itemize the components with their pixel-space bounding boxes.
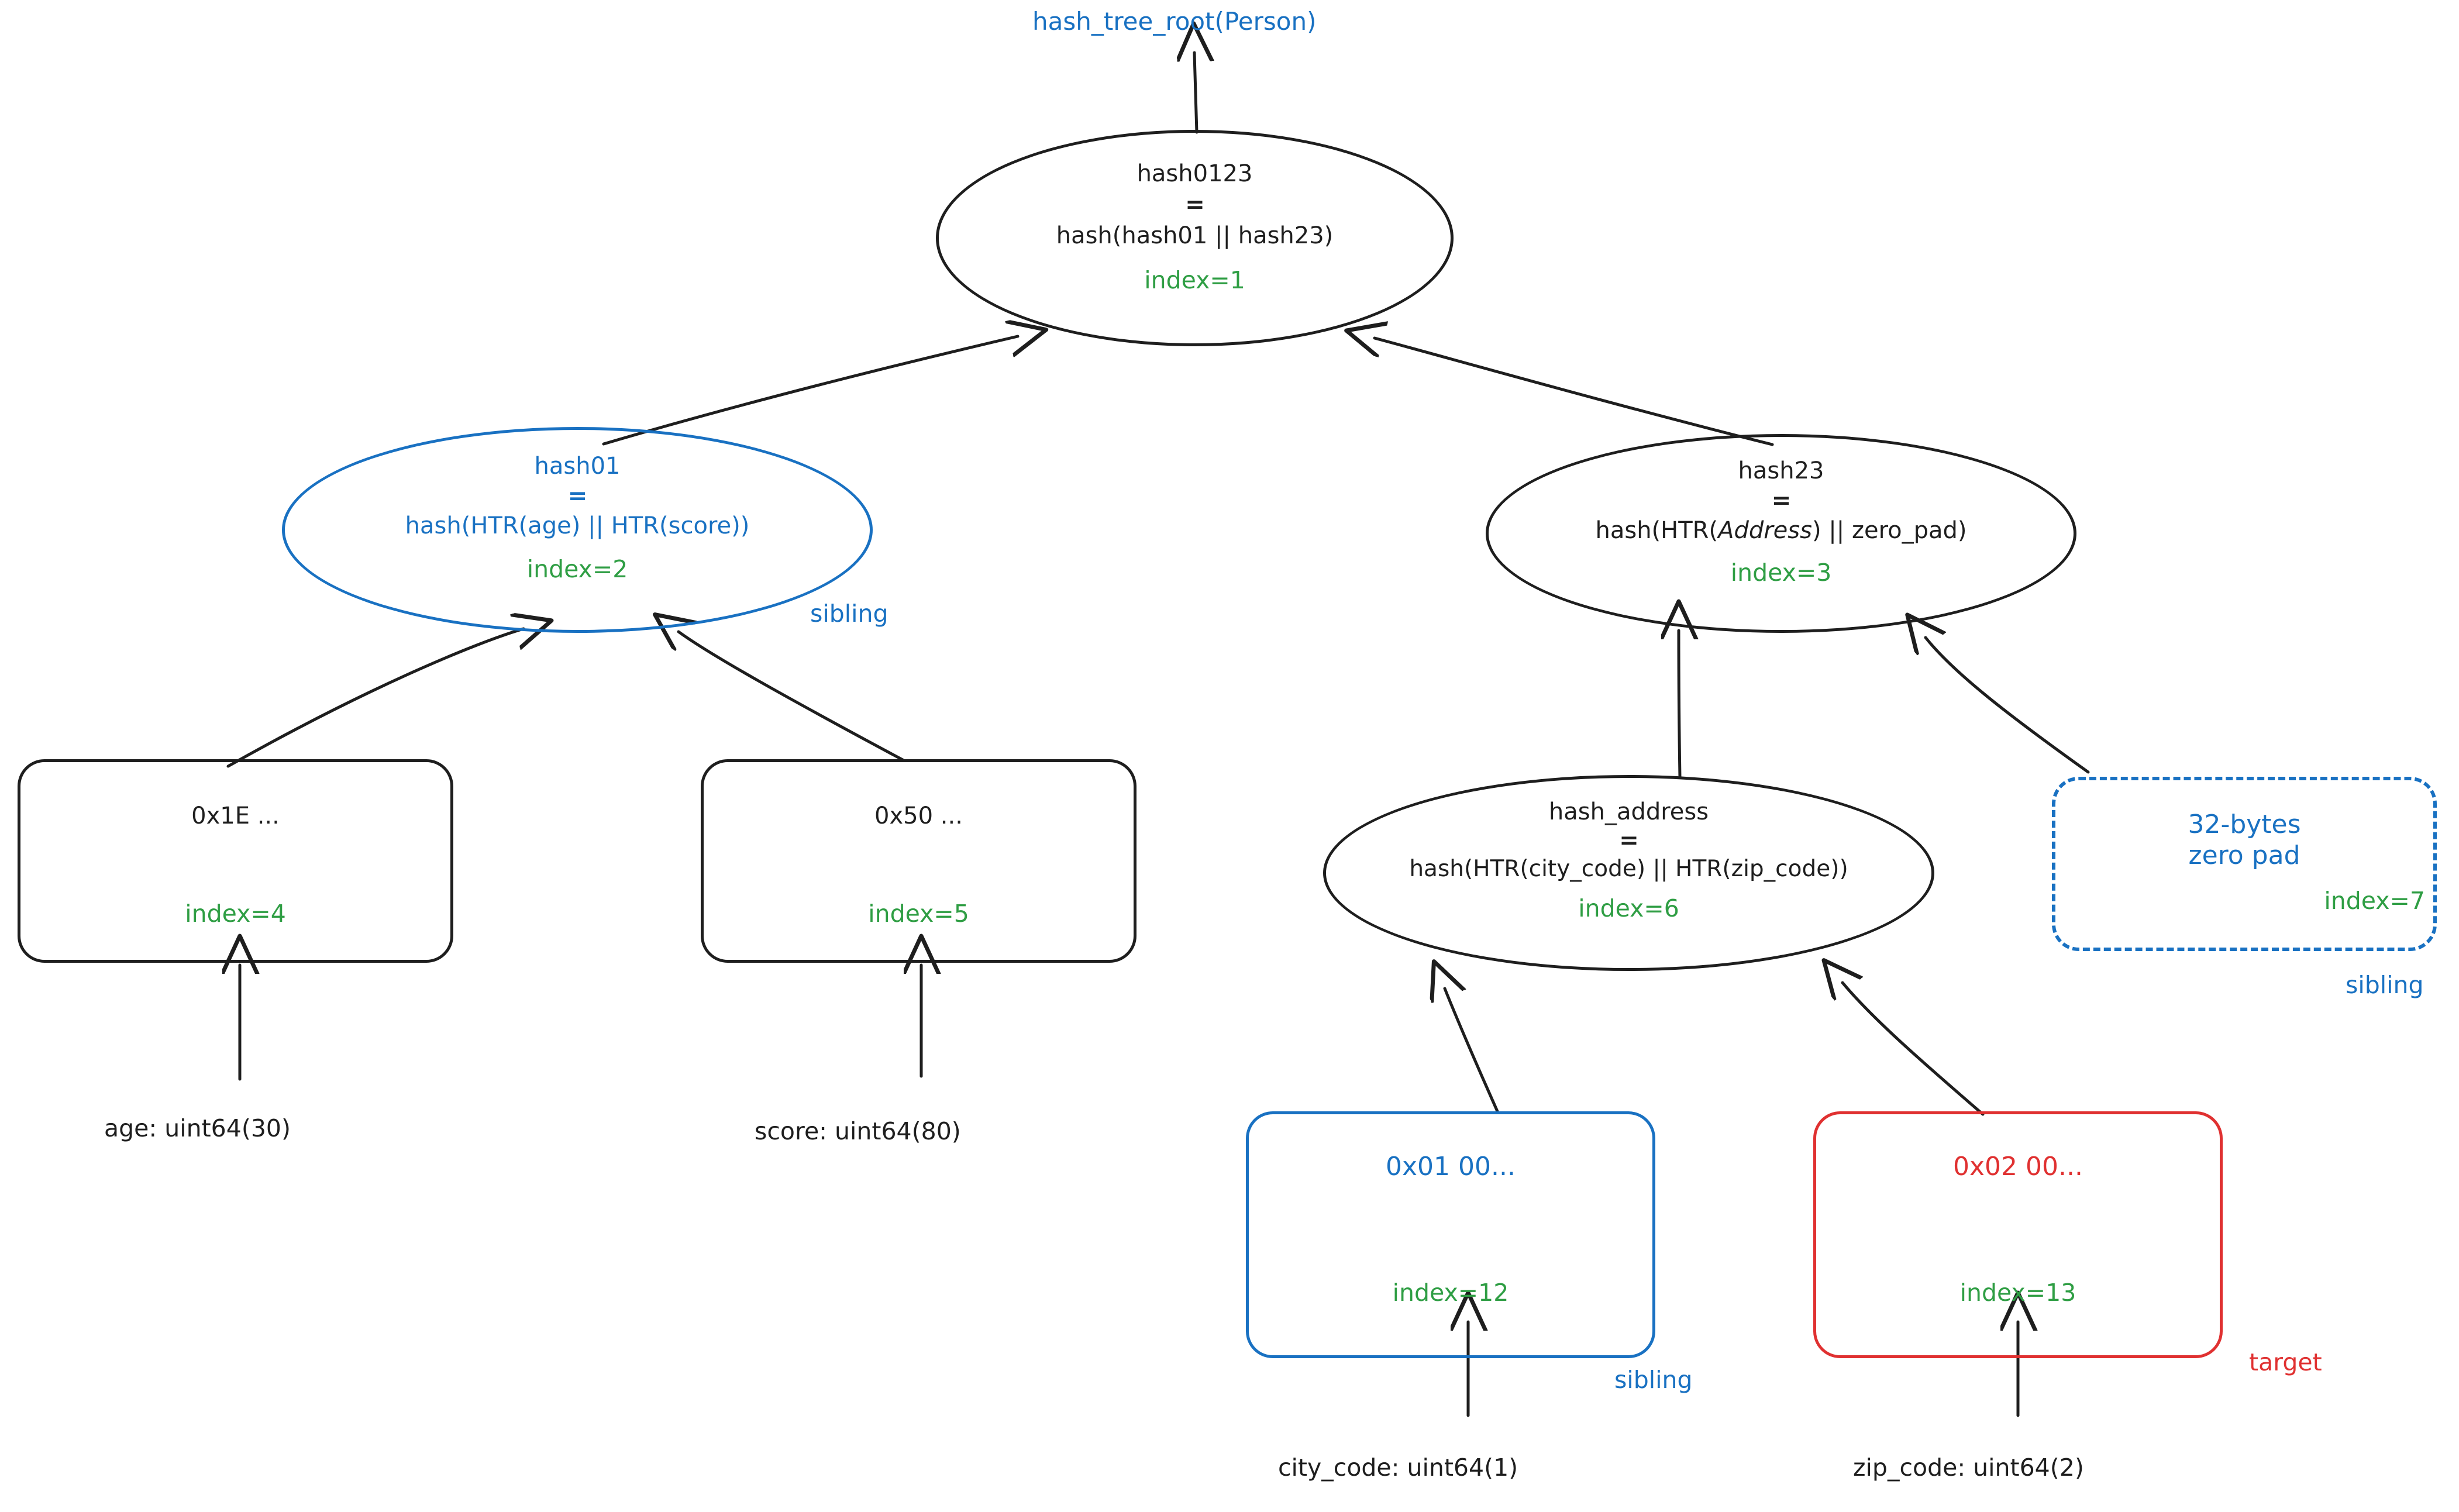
edge-root-to-label [1194,53,1197,134]
node-leaf-age[interactable]: 0x1E ... index=4 [18,759,453,963]
node-leaf-city-code-index: index=12 [1392,1278,1509,1307]
node-zero-pad[interactable]: 32-bytes zero pad index=7 [2052,777,2437,951]
node-hash01[interactable]: hash01 = hash(HTR(age) || HTR(score)) in… [282,427,873,633]
edge-hash23-to-root [1375,338,1774,446]
node-hash-address-equals: = [1619,826,1639,854]
node-leaf-score-value: 0x50 ... [874,803,963,829]
caption-age: age: uint64(30) [104,1114,291,1142]
node-hash-address-index: index=6 [1578,894,1679,923]
node-leaf-age-index: index=4 [185,899,286,928]
node-leaf-zip-code[interactable]: 0x02 00... index=13 [1813,1111,2223,1358]
node-hash01-expression: hash(HTR(age) || HTR(score)) [405,512,750,539]
node-hash23-name: hash23 [1738,457,1824,484]
edge-leafcity-to-hashaddress [1445,989,1499,1113]
caption-score: score: uint64(80) [755,1117,961,1145]
node-leaf-score[interactable]: 0x50 ... index=5 [701,759,1136,963]
node-hash23-expr-suffix: ) || zero_pad) [1811,516,1967,544]
edge-leafzip-to-hashaddress [1842,983,1985,1116]
tag-target-zip-code: target [2249,1348,2322,1376]
tag-sibling-zero-pad: sibling [2346,971,2424,999]
node-hash-address[interactable]: hash_address = hash(HTR(city_code) || HT… [1323,775,1934,971]
node-zero-pad-line2: zero pad [2188,840,2300,870]
caption-zip-code: zip_code: uint64(2) [1853,1454,2084,1482]
node-hash01-name: hash01 [534,453,621,480]
node-hash23-expr-italic: Address [1718,516,1812,544]
node-hash0123-index: index=1 [1144,266,1245,295]
edge-hashaddress-to-hash23 [1679,631,1680,779]
node-hash01-equals: = [567,482,588,509]
edge-zeropad-to-hash23 [1926,638,2090,774]
node-leaf-score-index: index=5 [868,899,969,928]
node-leaf-city-code-value: 0x01 00... [1386,1152,1516,1182]
node-hash0123[interactable]: hash0123 = hash(hash01 || hash23) index=… [936,130,1454,346]
node-hash23-equals: = [1771,487,1792,514]
node-zero-pad-line1: 32-bytes [2188,810,2301,839]
node-hash0123-equals: = [1185,191,1205,218]
node-hash-address-name: hash_address [1548,798,1709,825]
edge-leafscore-to-hash01 [679,632,905,762]
tag-sibling-hash01: sibling [810,600,888,628]
node-hash0123-expression: hash(hash01 || hash23) [1056,222,1334,249]
node-hash23-expr-prefix: hash(HTR( [1595,516,1718,544]
node-hash23-expression: hash(HTR(Address) || zero_pad) [1595,516,1967,544]
node-hash23[interactable]: hash23 = hash(HTR(Address) || zero_pad) … [1486,434,2076,633]
node-leaf-age-value: 0x1E ... [191,803,280,829]
node-hash0123-name: hash0123 [1136,160,1253,187]
node-zero-pad-index: index=7 [2324,886,2425,915]
node-hash23-index: index=3 [1730,559,1832,587]
node-hash01-index: index=2 [526,555,628,584]
caption-city-code: city_code: uint64(1) [1278,1454,1518,1482]
edge-leafage-to-hash01 [226,629,524,768]
edge-hash01-to-root [602,336,1018,446]
node-leaf-city-code[interactable]: 0x01 00... index=12 [1246,1111,1655,1358]
hash-tree-root-label: hash_tree_root(Person) [1032,7,1317,36]
node-leaf-zip-code-value: 0x02 00... [1953,1152,2083,1182]
node-leaf-zip-code-index: index=13 [1959,1278,2076,1307]
tag-sibling-city-code: sibling [1614,1366,1693,1394]
node-hash-address-expression: hash(HTR(city_code) || HTR(zip_code)) [1409,855,1848,882]
